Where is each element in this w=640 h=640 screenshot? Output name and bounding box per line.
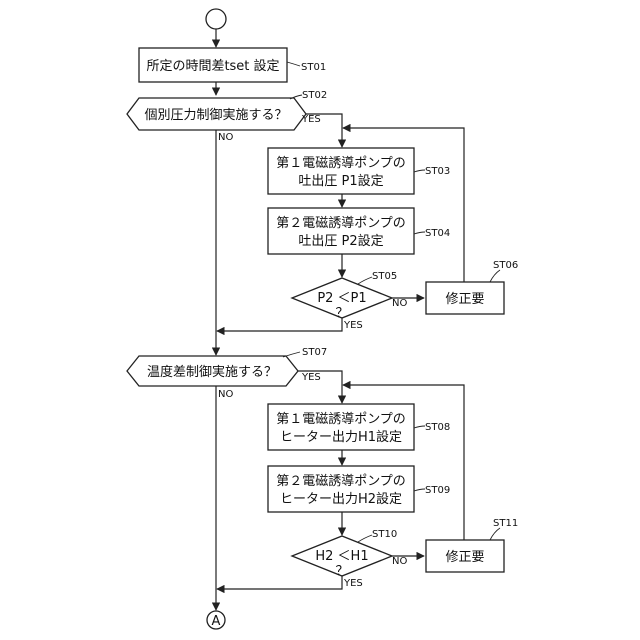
st02-text: 個別圧力制御実施する？ [144, 107, 287, 123]
st06-label: ST06 [493, 260, 518, 271]
st09-label: ST09 [425, 485, 450, 496]
st06-text: 修正要 [445, 292, 484, 307]
st08-leader [414, 426, 425, 428]
edge-st05-yes [217, 318, 342, 331]
st05-yes-label: YES [343, 320, 363, 331]
start-terminal [206, 9, 226, 29]
st10-no-label: NO [392, 556, 407, 567]
st08-label: ST08 [425, 422, 450, 433]
st01-text: 所定の時間差tset 設定 [146, 58, 279, 74]
st07-no-label: NO [218, 389, 233, 400]
end-connector-label: A [212, 614, 221, 629]
st06-leader [490, 270, 500, 282]
st10-label: ST10 [372, 529, 397, 540]
st03-text-2: 吐出圧 P1設定 [298, 173, 383, 189]
st02-label: ST02 [302, 90, 327, 101]
st11-leader [490, 528, 500, 540]
st01-leader [287, 62, 300, 66]
st04-label: ST04 [425, 228, 450, 239]
st04-leader [414, 232, 425, 234]
st03-label: ST03 [425, 166, 450, 177]
st02-no-label: NO [218, 132, 233, 143]
st05-leader [358, 277, 372, 284]
st07-yes-label: YES [301, 372, 321, 383]
st10-leader [358, 535, 372, 542]
st05-text-1: P2 ＜P1 [317, 291, 366, 306]
st09-text-2: ヒーター出力H2設定 [280, 491, 402, 507]
st03-text-1: 第１電磁誘導ポンプの [276, 156, 406, 171]
st09-text-1: 第２電磁誘導ポンプの [276, 474, 406, 489]
st02-yes-label: YES [301, 114, 321, 125]
st01-label: ST01 [301, 62, 326, 73]
st08-text-2: ヒーター出力H1設定 [280, 429, 402, 445]
st08-text-1: 第１電磁誘導ポンプの [276, 412, 406, 427]
st10-text-1: H2 ＜H1 [315, 549, 368, 564]
st02-leader [290, 95, 302, 99]
st11-label: ST11 [493, 518, 518, 529]
st05-label: ST05 [372, 271, 397, 282]
edge-st10-yes [217, 576, 342, 589]
st07-label: ST07 [302, 347, 327, 358]
st11-text: 修正要 [445, 550, 484, 565]
st03-leader [414, 170, 425, 172]
st07-leader [283, 352, 300, 357]
st07-text: 温度差制御実施する？ [147, 364, 277, 380]
st10-yes-label: YES [343, 578, 363, 589]
st04-text-2: 吐出圧 P2設定 [298, 233, 383, 249]
st04-text-1: 第２電磁誘導ポンプの [276, 216, 406, 231]
st09-leader [414, 489, 425, 491]
st05-no-label: NO [392, 298, 407, 309]
